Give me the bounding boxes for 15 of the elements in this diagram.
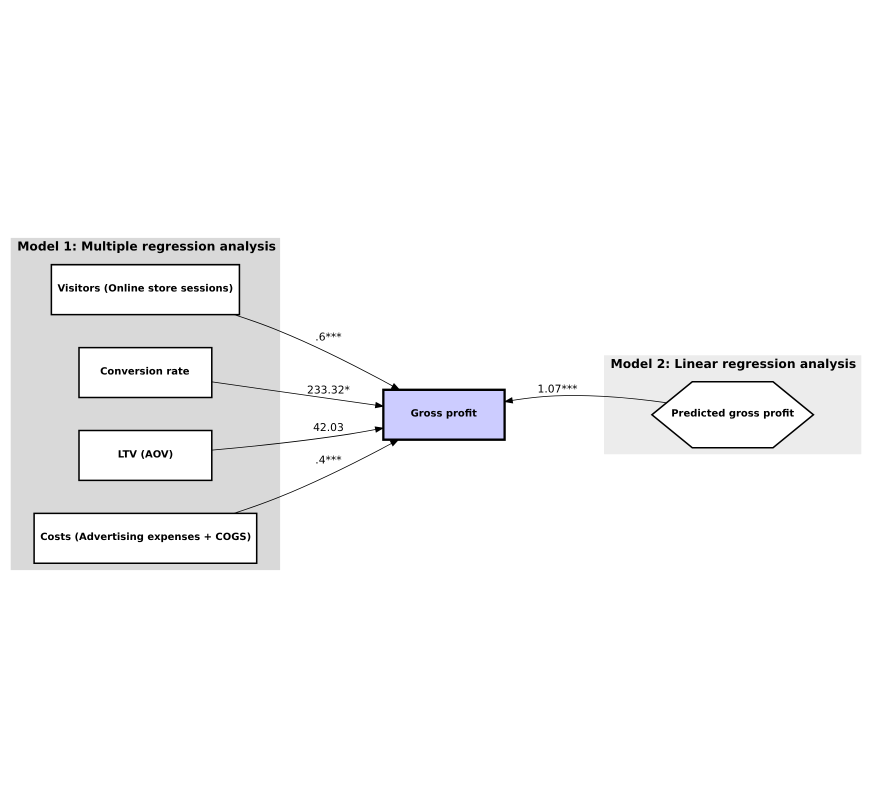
arrow <box>212 381 384 408</box>
edge-label: 42.03 <box>313 420 344 434</box>
node-box: Visitors (Online store sessions) <box>50 263 240 315</box>
node-box: Gross profit <box>382 388 506 440</box>
node-box: Conversion rate <box>78 346 213 398</box>
node-box: Costs (Advertising expenses + COGS) <box>33 512 258 564</box>
edge-label: .4*** <box>315 452 342 466</box>
arrow <box>234 314 400 390</box>
arrow <box>212 426 384 450</box>
edge-label: 1.07*** <box>538 382 578 396</box>
arrow <box>234 438 400 514</box>
edge-label: .6*** <box>315 330 342 343</box>
node-box: LTV (AOV) <box>78 429 213 481</box>
arrow <box>504 394 667 403</box>
edge-label: 233.32* <box>306 382 350 396</box>
